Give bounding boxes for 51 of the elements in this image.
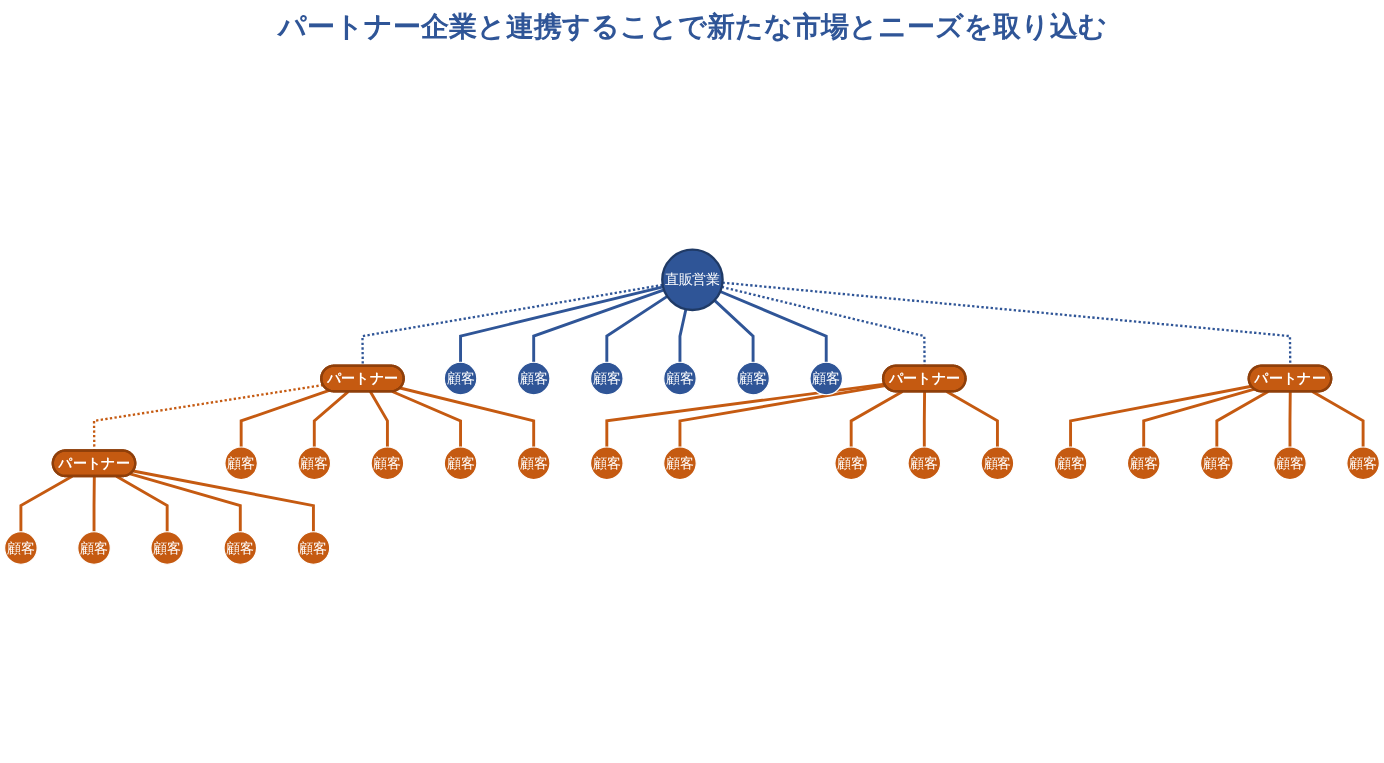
connector <box>361 283 663 366</box>
node-circle: 顧客 <box>663 445 697 480</box>
connector <box>132 469 315 532</box>
node-circle: 顧客 <box>77 530 111 565</box>
connector <box>1288 391 1292 447</box>
connector <box>129 472 242 532</box>
node-circle: 顧客 <box>370 445 405 480</box>
node-circle: 顧客 <box>516 361 551 395</box>
connector <box>1142 387 1255 447</box>
node-circle: 直販営業 <box>661 248 724 311</box>
connector <box>312 390 350 447</box>
connector <box>459 285 664 362</box>
node-circle: 顧客 <box>296 530 331 565</box>
node-circle: 顧客 <box>834 445 868 480</box>
connector <box>719 289 828 362</box>
node-circle: 顧客 <box>150 530 184 565</box>
node-circle: 顧客 <box>1126 445 1161 480</box>
node-circle: 顧客 <box>590 361 624 395</box>
connector <box>92 475 96 532</box>
connector <box>605 382 885 447</box>
connector <box>678 308 688 362</box>
connector <box>678 383 886 447</box>
connector <box>722 281 1292 366</box>
node-circle: 顧客 <box>809 361 844 395</box>
node-circle: 顧客 <box>1200 445 1234 480</box>
node-circle: 顧客 <box>907 445 942 480</box>
connector <box>605 294 668 362</box>
node-circle: 顧客 <box>223 530 258 565</box>
node-circle: 顧客 <box>663 361 697 395</box>
connector <box>239 388 330 447</box>
connector <box>369 390 389 447</box>
node-circle: 顧客 <box>1273 445 1307 480</box>
connector <box>1069 384 1252 447</box>
node-circle: 顧客 <box>590 445 624 480</box>
node-circle: 顧客 <box>4 530 38 565</box>
connector <box>532 288 665 362</box>
connector <box>721 285 926 366</box>
node-circle: 顧客 <box>443 361 478 395</box>
node-circle: 顧客 <box>736 361 770 395</box>
diagram-title: パートナー企業と連携することで新たな市場とニーズを取り込む <box>276 9 1108 45</box>
connector <box>399 386 536 447</box>
node-circle: 顧客 <box>1053 445 1088 480</box>
node-circle: 顧客 <box>443 445 478 480</box>
connector <box>391 389 462 447</box>
node-circle: 顧客 <box>1346 445 1380 480</box>
node-circle: 顧客 <box>297 445 332 480</box>
node-circle: 顧客 <box>516 445 551 480</box>
connector <box>922 391 927 447</box>
node-circle: 顧客 <box>980 445 1015 480</box>
connector <box>713 298 755 362</box>
node-circle: 顧客 <box>224 445 258 480</box>
